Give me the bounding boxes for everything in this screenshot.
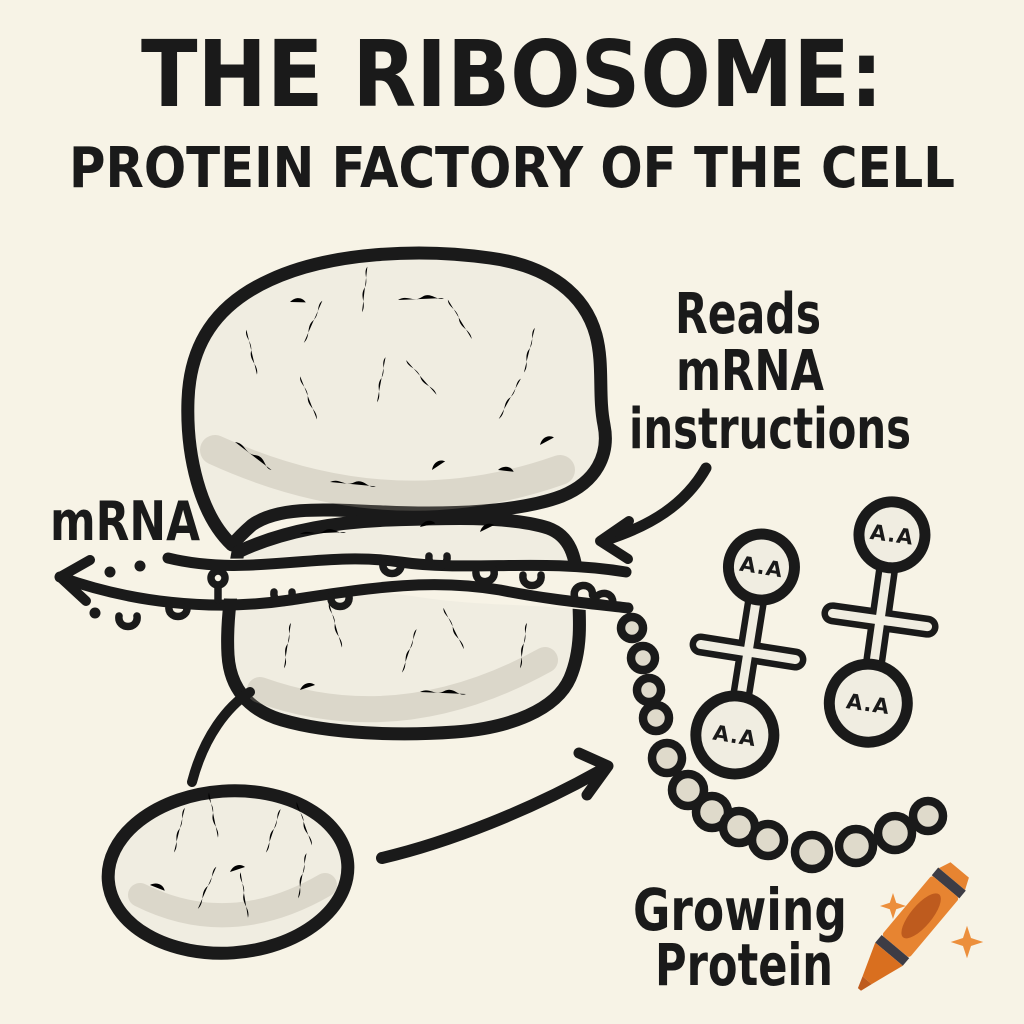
page-title: THE RIBOSOME: (141, 21, 883, 128)
small-ribosomal-subunit (221, 511, 587, 741)
arrow-left-icon (55, 555, 95, 606)
mrna-label: mRNA (50, 490, 200, 553)
svg-text:Reads: Reads (675, 282, 821, 347)
svg-text:mRNA: mRNA (676, 339, 825, 404)
trna-molecule: A.A A.A (689, 528, 807, 780)
reads-mrna-label: Reads mRNA instructions (629, 282, 911, 462)
curved-arrow-icon (595, 462, 712, 564)
mrna-strand (54, 548, 650, 627)
subunit-pointer-line (187, 687, 255, 787)
curved-arrow-icon (376, 747, 614, 864)
growing-protein-label: Growing Protein (633, 876, 847, 999)
codon-marks (89, 556, 614, 627)
crayon-icon (857, 862, 969, 991)
svg-text:Growing: Growing (633, 876, 847, 944)
detached-ribosomal-subunit (101, 784, 355, 960)
page-subtitle: PROTEIN FACTORY OF THE CELL (69, 136, 955, 201)
growing-protein-chain (616, 612, 948, 874)
large-ribosomal-subunit (181, 246, 612, 552)
mrna-line (54, 571, 634, 614)
svg-text:Protein: Protein (655, 931, 833, 999)
svg-text:instructions: instructions (629, 397, 911, 462)
trna-molecule: A.A A.A (821, 496, 939, 748)
